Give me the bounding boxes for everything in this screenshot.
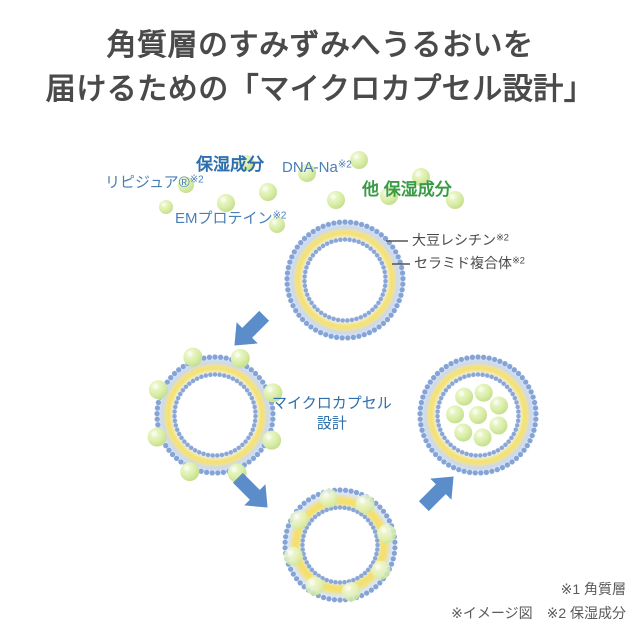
label-em-protein: EMプロテイン※2	[175, 210, 286, 228]
arrow-bottom-to-right	[418, 476, 454, 512]
capsule-right-inner-sphere-4	[473, 428, 492, 447]
free-sphere-12	[159, 200, 173, 214]
label-em-protein-note: ※2	[272, 210, 287, 222]
capsule-left-attached-sphere-2	[263, 383, 283, 403]
capsule-layer	[147, 219, 539, 603]
label-dna-na: DNA-Na※2	[282, 159, 352, 177]
capsule-top-inner-dot-ring	[302, 237, 388, 323]
label-other-moisturizers: 他 保湿成分	[362, 180, 452, 199]
label-ceramide-complex-note: ※2	[512, 255, 525, 267]
capsule-bottom-embedded-sphere-7	[289, 510, 309, 530]
capsule-left-attached-sphere-5	[180, 462, 200, 482]
capsule-left	[154, 354, 276, 476]
label-microcapsule-line-1: マイクロカプセル	[272, 395, 392, 412]
free-sphere-6	[350, 151, 368, 169]
footnote-line-2: ※イメージ図 ※2 保湿成分	[451, 602, 626, 626]
capsule-right-inner-sphere-5	[454, 423, 473, 442]
label-em-protein-text: EMプロテイン	[175, 210, 273, 227]
capsule-right-outer-dot-ring	[417, 354, 539, 476]
footnote-moisturizer-note: ※2 保湿成分	[546, 605, 626, 622]
page-title: 角質層のすみずみへうるおいを 届けるための「マイクロカプセル設計」	[0, 24, 640, 111]
label-lipidure-note: ※2	[189, 174, 204, 186]
capsule-bottom-embedded-sphere-3	[371, 560, 391, 580]
label-lipidure: リピジュア®※2	[105, 174, 204, 192]
label-lipidure-text: リピジュア®	[105, 174, 190, 191]
arrow-top-to-left	[234, 310, 270, 346]
label-ceramide-complex: セラミド複合体※2	[414, 255, 525, 272]
free-sphere-1	[178, 177, 194, 193]
free-sphere-layer	[159, 151, 464, 233]
footnote-line-1: ※1 角質層	[560, 581, 626, 598]
free-sphere-10	[446, 191, 464, 209]
capsule-left-attached-sphere-3	[262, 430, 282, 450]
page-title-line-2: 届けるための「マイクロカプセル設計」	[45, 72, 595, 106]
label-ceramide-complex-text: セラミド複合体	[414, 255, 512, 271]
capsule-right-inner-spheres	[446, 383, 508, 447]
label-dna-na-note: ※2	[337, 159, 352, 171]
free-sphere-3	[259, 183, 277, 201]
capsule-right-inner-sphere-2	[489, 396, 508, 415]
label-soy-lecithin-text: 大豆レシチン	[412, 232, 496, 248]
free-sphere-7	[217, 194, 235, 212]
capsule-right-inner-sphere-center	[469, 406, 487, 424]
free-sphere-11	[269, 217, 285, 233]
capsule-right-inner-sphere-6	[446, 405, 465, 424]
label-soy-lecithin-note: ※2	[496, 232, 509, 244]
capsule-bottom-embedded-sphere-4	[341, 582, 361, 602]
capsule-bottom-embedded-sphere-1	[355, 494, 375, 514]
label-moisturizing-ingredients: 保湿成分	[196, 155, 264, 174]
callout-leader-lines	[386, 240, 410, 265]
capsule-left-attached-sphere-6	[147, 427, 167, 447]
capsule-right-inner-sphere-1	[474, 383, 493, 402]
page-title-line-1: 角質層のすみずみへうるおいを	[106, 29, 534, 62]
label-dna-na-text: DNA-Na	[282, 159, 338, 176]
capsule-left-attached-sphere-8	[183, 347, 203, 367]
label-microcapsule-design: マイクロカプセル 設計	[272, 394, 392, 433]
capsule-bottom-embedded-sphere-2	[377, 524, 397, 544]
free-sphere-8	[380, 187, 398, 205]
capsule-left-attached-sphere-7	[148, 380, 168, 400]
capsule-bottom-embedded-sphere-5	[305, 576, 325, 596]
capsule-right-inner-sphere-7	[455, 387, 474, 406]
label-microcapsule-line-2: 設計	[316, 414, 347, 432]
free-sphere-4	[298, 164, 316, 182]
free-sphere-5	[327, 191, 345, 209]
label-soy-lecithin: 大豆レシチン※2	[412, 232, 509, 249]
capsule-right-inner-sphere-3	[489, 416, 508, 435]
arrow-left-to-bottom	[232, 472, 268, 508]
capsule-bottom	[282, 487, 398, 603]
footnote-image-note: ※イメージ図	[451, 605, 533, 622]
capsule-left-inner-dot-ring	[172, 372, 258, 458]
free-sphere-9	[412, 168, 430, 186]
capsule-left-attached-spheres	[147, 347, 283, 483]
footnotes: ※1 角質層 ※イメージ図 ※2 保湿成分	[451, 578, 626, 626]
capsule-right-inner-dot-ring	[435, 372, 521, 458]
free-sphere-2	[238, 155, 254, 171]
arrow-layer	[232, 310, 454, 512]
capsule-top	[284, 219, 406, 341]
capsule-bottom-embedded-spheres	[283, 488, 397, 602]
capsule-top-outer-dot-ring	[284, 219, 406, 341]
capsule-left-attached-sphere-1	[230, 348, 250, 368]
capsule-bottom-embedded-sphere-8	[319, 488, 339, 508]
capsule-bottom-embedded-sphere-6	[283, 546, 303, 566]
